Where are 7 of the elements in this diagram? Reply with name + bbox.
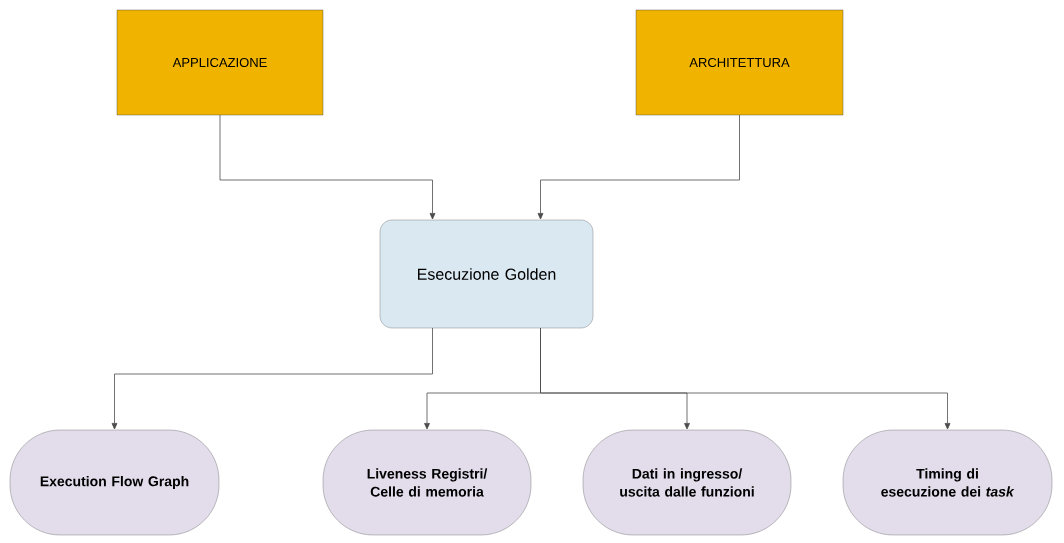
input-box: ARCHITETTURA <box>635 9 844 116</box>
arrow <box>537 114 740 220</box>
process-box: Esecuzione Golden <box>379 219 594 329</box>
arrow <box>111 327 433 430</box>
arrow <box>540 327 951 430</box>
input-box: APPLICAZIONE <box>116 9 324 116</box>
arrow <box>219 114 436 220</box>
